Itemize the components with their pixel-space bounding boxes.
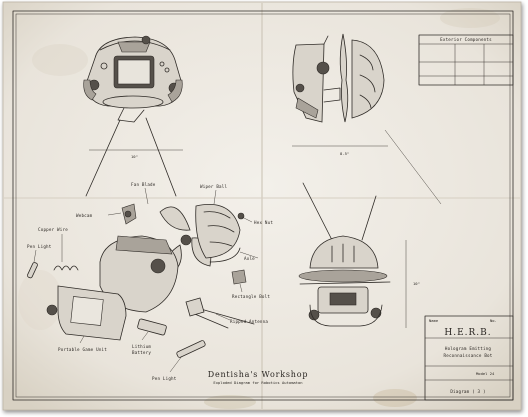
- callout-pen-light-left: Pen Light: [27, 244, 52, 249]
- dimension-top-right: 8.5": [340, 151, 349, 156]
- title-block-description-1: Hologram Emitting: [445, 346, 492, 351]
- callout-rectangle-bolt: Rectangle Bolt: [232, 294, 270, 299]
- side-view-drawing: 8.5": [292, 33, 442, 205]
- callout-copper-wire: Copper Wire: [38, 227, 68, 232]
- callout-axle: Axle: [244, 256, 255, 261]
- callout-fan-blade: Fan Blade: [131, 182, 156, 187]
- callout-ripped-antenna: Ripped Antenna: [230, 319, 268, 324]
- title-block-no-label: No.: [490, 318, 497, 323]
- callout-hex-nut: Hex Nut: [254, 220, 273, 225]
- assembled-view-drawing: 10": [298, 182, 420, 328]
- title-block: Name No. H.E.R.B. Hologram Emitting Reco…: [424, 315, 514, 401]
- components-table-title: Exterior Components: [440, 37, 492, 42]
- paper: [2, 1, 522, 411]
- title-block-name-label: Name: [429, 318, 439, 323]
- callout-webcam: Webcam: [76, 213, 93, 218]
- sheet-title-group: Dentisha's Workshop Exploded Diagram for…: [208, 370, 309, 385]
- callout-wiper-ball: Wiper Ball: [200, 184, 227, 189]
- title-block-description-2: Reconnaissance Bot: [444, 353, 493, 358]
- exploded-parts-drawing: [27, 203, 255, 358]
- callout-portable-game-unit: Portable Game Unit: [58, 347, 107, 352]
- exterior-components-table: Exterior Components: [418, 34, 514, 86]
- callout-lithium-battery-line1: Lithium: [132, 344, 151, 349]
- front-view-drawing: 10": [83, 35, 183, 197]
- title-block-name: H.E.R.B.: [444, 328, 491, 338]
- title-block-model: Model 24: [476, 371, 495, 376]
- dimension-top-left: 10": [131, 154, 138, 159]
- sheet-subtitle: Exploded Diagram for Robotics Automaton: [213, 380, 302, 385]
- sheet-title: Dentisha's Workshop: [208, 370, 309, 379]
- callout-pen-light-bottom: Pen Light: [152, 376, 177, 381]
- dimension-right: 10": [413, 281, 420, 286]
- title-block-diagram: Diagram ( 3 ): [450, 389, 485, 394]
- callouts: Fan Blade Wiper Ball Webcam Hex Nut Copp…: [27, 182, 273, 381]
- callout-lithium-battery-line2: Battery: [132, 350, 151, 355]
